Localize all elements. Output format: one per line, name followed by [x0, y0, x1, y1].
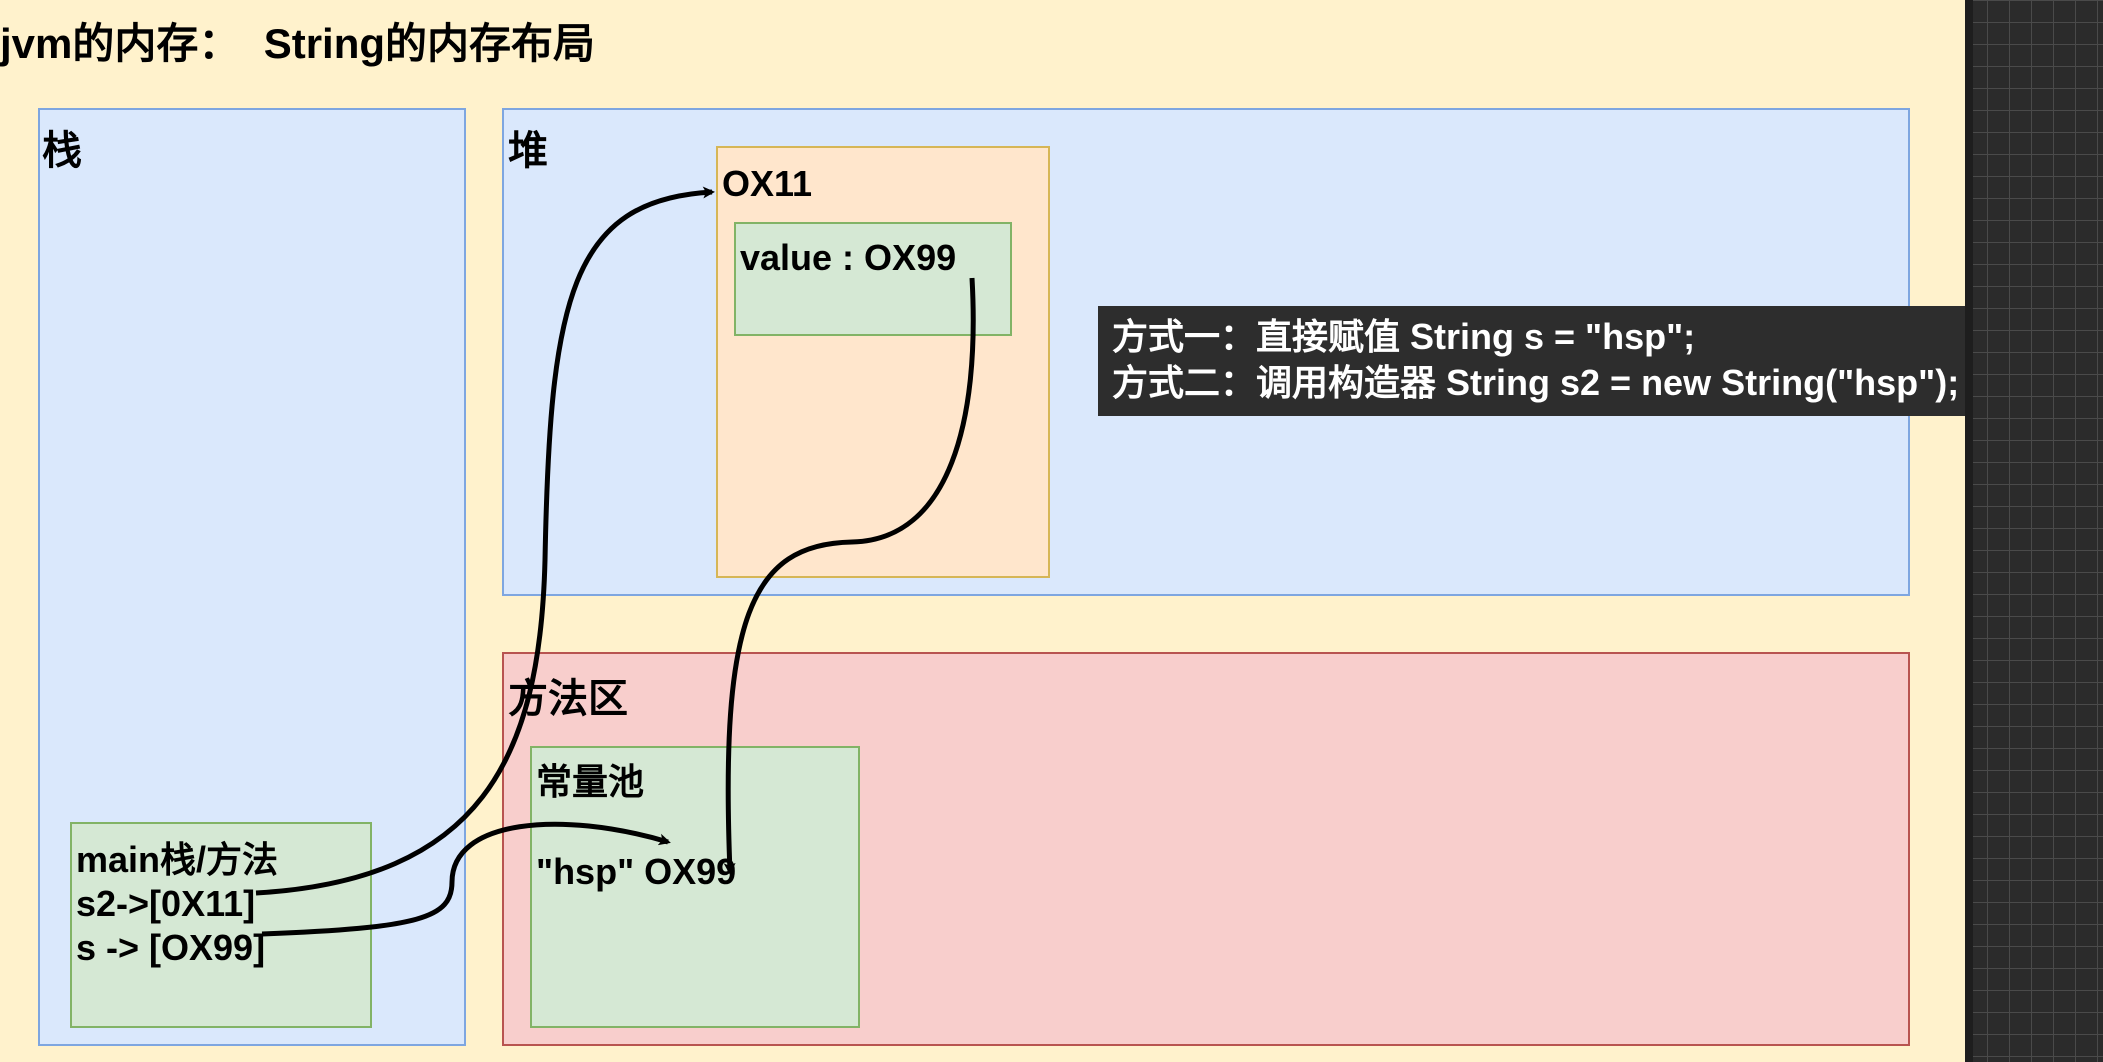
object-address: OX11 [722, 163, 813, 204]
diagram-title: jvm的内存： String的内存布局 [0, 20, 596, 67]
caption-box: 方式一：直接赋值 String s = "hsp"; 方式二：调用构造器 Str… [1098, 306, 2103, 416]
stack-label: 栈 [42, 129, 82, 173]
frame-label: main栈/方法 [76, 839, 279, 880]
constant-pool: 常量池 "hsp" OX99 [530, 746, 860, 1028]
canvas-edge [1965, 0, 1973, 1062]
frame-var-s: s -> [OX99] [76, 927, 266, 968]
value-field-text: value : OX99 [740, 237, 957, 278]
heap-string-object: OX11 value : OX99 [716, 146, 1050, 578]
caption-line-2: 方式二：调用构造器 String s2 = new String("hsp"); [1112, 362, 1960, 403]
method-area-label: 方法区 [508, 677, 628, 721]
main-stack-frame: main栈/方法 s2->[0X11] s -> [OX99] [70, 822, 372, 1028]
frame-var-s2: s2->[0X11] [76, 883, 256, 924]
object-value-field: value : OX99 [734, 222, 1012, 336]
constant-pool-label: 常量池 [536, 761, 645, 802]
caption-line-1: 方式一：直接赋值 String s = "hsp"; [1112, 316, 1696, 357]
canvas-grid [1965, 0, 2103, 1062]
constant-pool-entry: "hsp" OX99 [536, 851, 737, 892]
heap-label: 堆 [508, 129, 548, 173]
